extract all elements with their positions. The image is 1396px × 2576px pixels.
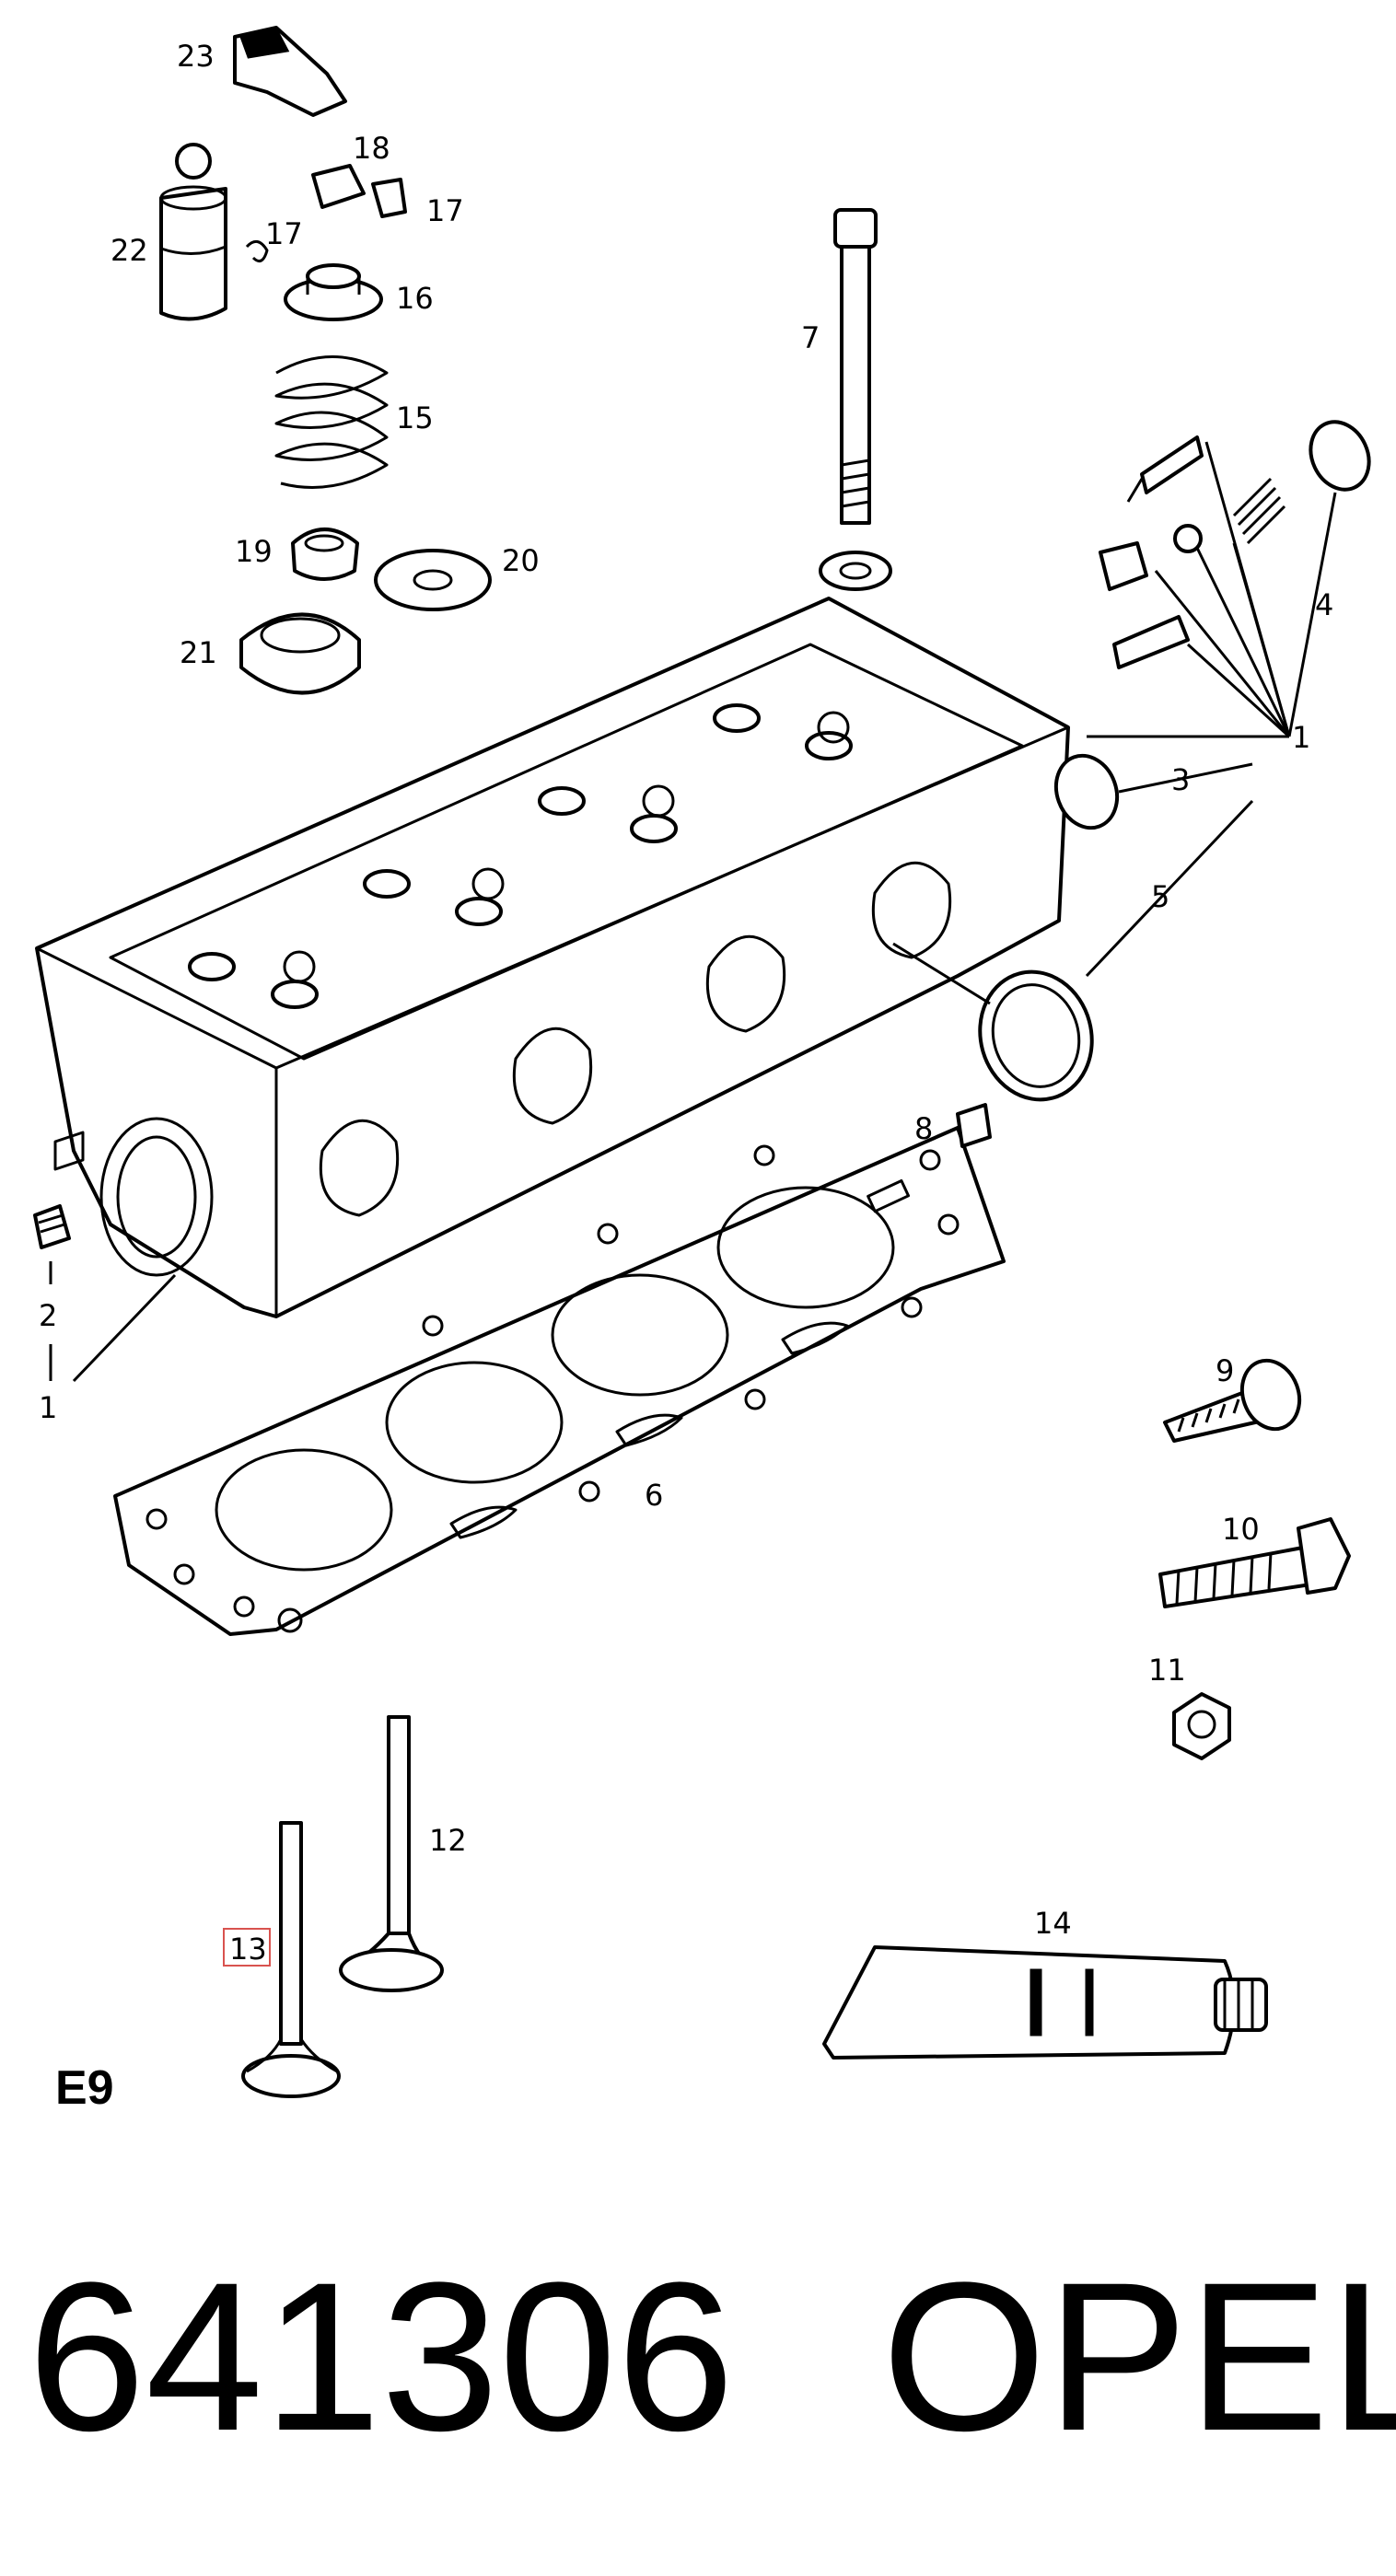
plug-cap: [1309, 420, 1371, 492]
screw-torx: [1163, 1358, 1302, 1443]
label-19: 19: [235, 534, 273, 569]
hydraulic-lifter: [159, 143, 227, 321]
leader-lines: [49, 441, 1337, 1383]
intake-valve: [339, 1715, 444, 1992]
label-14: 14: [1034, 1906, 1072, 1941]
label-15: 15: [396, 400, 434, 435]
clip-lower: [1112, 615, 1190, 669]
dowel-sleeve: [956, 1103, 992, 1148]
label-16: 16: [396, 281, 434, 316]
small-spring: [1232, 477, 1286, 545]
label-7: 7: [801, 320, 820, 355]
valve-guide-seal: [239, 612, 361, 695]
clip-upper: [1126, 435, 1204, 503]
seal-ring-3: [1053, 753, 1120, 830]
sealant-tube: [822, 1945, 1268, 2060]
nut-castle: [1099, 524, 1203, 591]
part-labels: 23 18 17 22 17 16 15 19 20 21 7 4 1 3 5 …: [39, 39, 1333, 1967]
label-20: 20: [502, 543, 540, 578]
label-17-left: 17: [265, 216, 303, 251]
exhaust-valve: [241, 1821, 341, 2098]
label-3: 3: [1171, 762, 1190, 797]
label-17-right: 17: [426, 193, 464, 228]
label-6: 6: [645, 1478, 663, 1513]
label-23: 23: [177, 39, 215, 74]
label-13: 13: [229, 1932, 267, 1967]
label-11: 11: [1148, 1653, 1186, 1688]
label-4: 4: [1315, 587, 1333, 622]
seal-ring-5: [978, 969, 1094, 1102]
label-2: 2: [39, 1298, 57, 1333]
spring-seat: [374, 549, 492, 611]
valve-spring-retainer: [284, 263, 383, 321]
label-10: 10: [1222, 1512, 1260, 1547]
label-1-left: 1: [39, 1390, 57, 1425]
cylinder-head: [35, 597, 1070, 1318]
label-5: 5: [1151, 879, 1169, 914]
label-9: 9: [1216, 1353, 1234, 1388]
head-bolt: [819, 208, 892, 591]
part-number: 641306: [28, 2238, 735, 2475]
label-12: 12: [429, 1823, 467, 1858]
hex-bolt: [1158, 1517, 1351, 1608]
label-21: 21: [180, 635, 217, 670]
plug-screw: [33, 1204, 71, 1249]
label-8: 8: [914, 1111, 933, 1146]
hex-nut: [1172, 1692, 1231, 1760]
label-22: 22: [111, 233, 148, 268]
head-gasket: [113, 1126, 1006, 1636]
valve-spring: [274, 355, 389, 489]
part-13-highlight: [223, 1928, 271, 1967]
sheet-code: E9: [55, 2061, 114, 2115]
brand-name: OPEL: [881, 2238, 1396, 2475]
valve-stem-seal: [291, 528, 359, 581]
valve-keeper: [245, 164, 407, 263]
label-1-right: 1: [1292, 720, 1310, 755]
label-18: 18: [353, 131, 390, 166]
rocker-arm: [233, 26, 347, 117]
